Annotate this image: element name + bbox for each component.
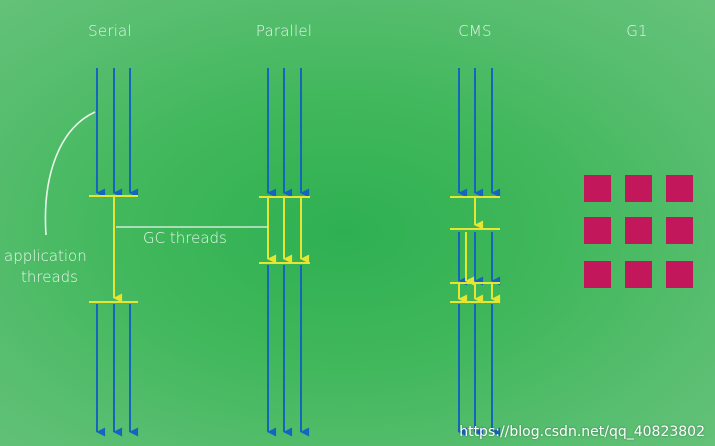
g1-region <box>625 175 652 202</box>
g1-region <box>584 261 611 288</box>
g1-title: G1 <box>626 22 648 40</box>
g1-region <box>584 175 611 202</box>
cms-title: CMS <box>458 22 492 40</box>
parallel-title: Parallel <box>255 22 313 40</box>
g1-region <box>584 217 611 244</box>
serial-title: Serial <box>88 22 132 40</box>
watermark: https://blog.csdn.net/qq_40823802 <box>459 424 705 440</box>
cms-collector <box>450 68 501 437</box>
gc-threads-label: GC threads <box>143 229 227 247</box>
g1-region <box>666 175 693 202</box>
application-threads-label-line2: threads <box>21 268 78 286</box>
g1-region <box>625 261 652 288</box>
serial-collector <box>89 68 139 437</box>
application-threads-pointer <box>44 111 96 236</box>
g1-region <box>666 217 693 244</box>
g1-region <box>666 261 693 288</box>
g1-region <box>625 217 652 244</box>
parallel-collector <box>259 68 310 437</box>
application-threads-label-line1: application <box>4 247 87 265</box>
